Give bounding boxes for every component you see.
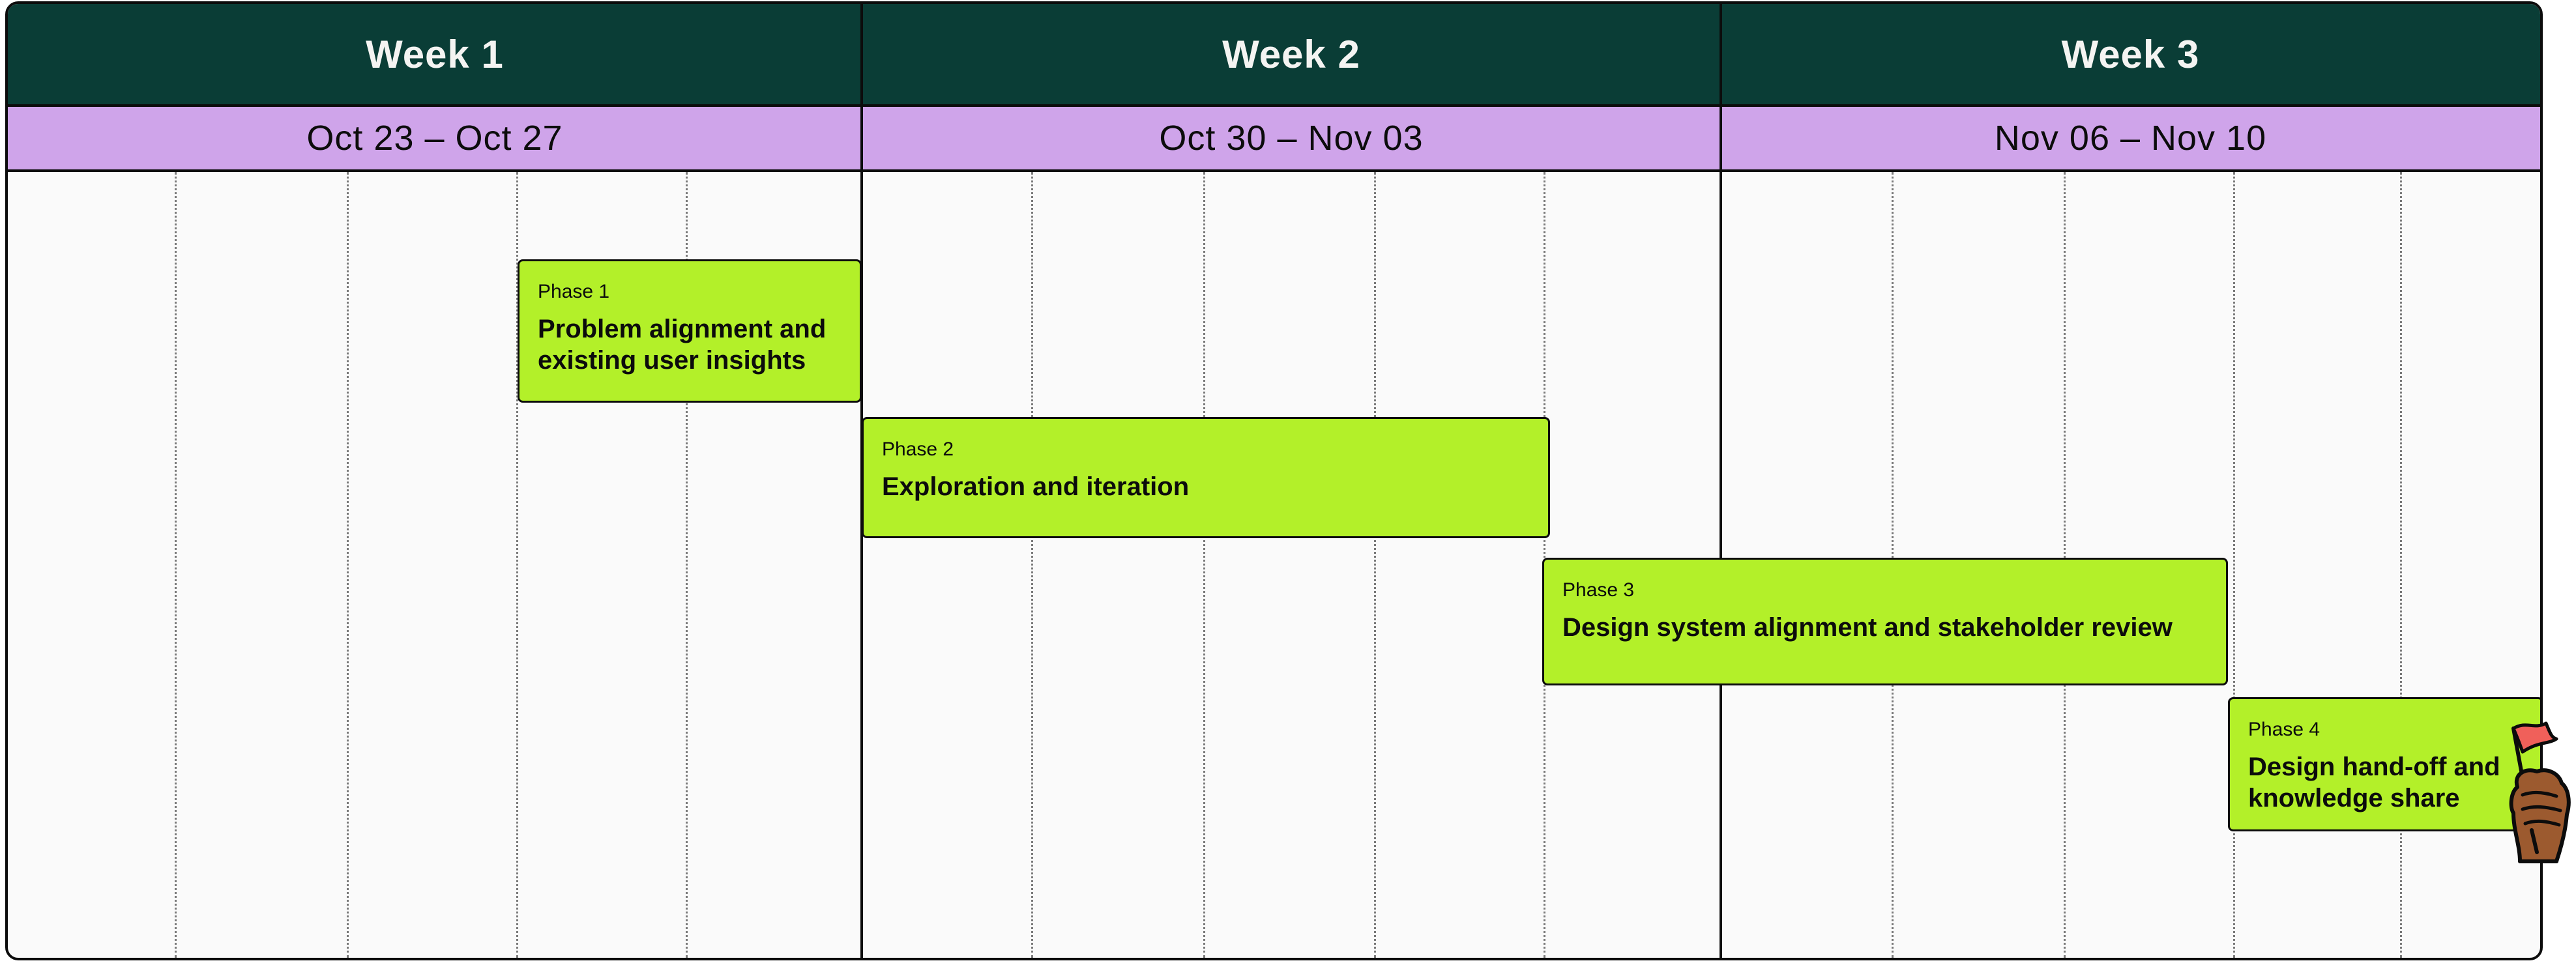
day-gridline	[1203, 172, 1205, 958]
phase-3-label: Phase 3	[1562, 579, 1635, 601]
day-gridline	[2400, 172, 2402, 958]
day-gridline	[686, 172, 688, 958]
week-3-dates: Nov 06 – Nov 10	[1994, 119, 2267, 158]
day-gridline	[175, 172, 177, 958]
phase-4-bar[interactable]: Phase 4 Design hand-off and knowledge sh…	[2228, 697, 2540, 831]
week-1-header: Week 1	[366, 32, 504, 76]
flag-in-hand-icon	[2509, 721, 2571, 863]
week-1-dates: Oct 23 – Oct 27	[306, 119, 563, 158]
phase-4-title: Design hand-off and knowledge share	[2248, 753, 2500, 812]
week-3-header: Week 3	[2061, 32, 2200, 76]
week-header-row: Week 1 Week 2 Week 3	[8, 4, 2540, 104]
day-gridline	[516, 172, 518, 958]
phase-2-label: Phase 2	[882, 438, 954, 460]
phase-1-title: Problem alignment and existing user insi…	[538, 315, 827, 375]
timeline-chart: Week 1 Week 2 Week 3 Oct 23 – Oct 27 Oct…	[5, 1, 2543, 960]
day-gridline	[2233, 172, 2235, 958]
day-gridline	[1374, 172, 1376, 958]
week-2-header: Week 2	[1222, 32, 1360, 76]
phase-3-bar[interactable]: Phase 3 Design system alignment and stak…	[1542, 558, 2228, 685]
day-gridline	[1031, 172, 1033, 958]
phase-4-label: Phase 4	[2248, 719, 2320, 740]
phase-1-bar[interactable]: Phase 1 Problem alignment and existing u…	[518, 259, 862, 403]
phase-2-bar[interactable]: Phase 2 Exploration and iteration	[862, 417, 1550, 538]
week-2-dates: Oct 30 – Nov 03	[1159, 119, 1424, 158]
phase-1-label: Phase 1	[538, 281, 610, 302]
day-gridline	[347, 172, 349, 958]
date-header-row: Oct 23 – Oct 27 Oct 30 – Nov 03 Nov 06 –…	[8, 104, 2540, 172]
week-divider	[1720, 4, 1722, 958]
phase-2-title: Exploration and iteration	[882, 472, 1190, 501]
phase-3-title: Design system alignment and stakeholder …	[1562, 613, 2173, 642]
